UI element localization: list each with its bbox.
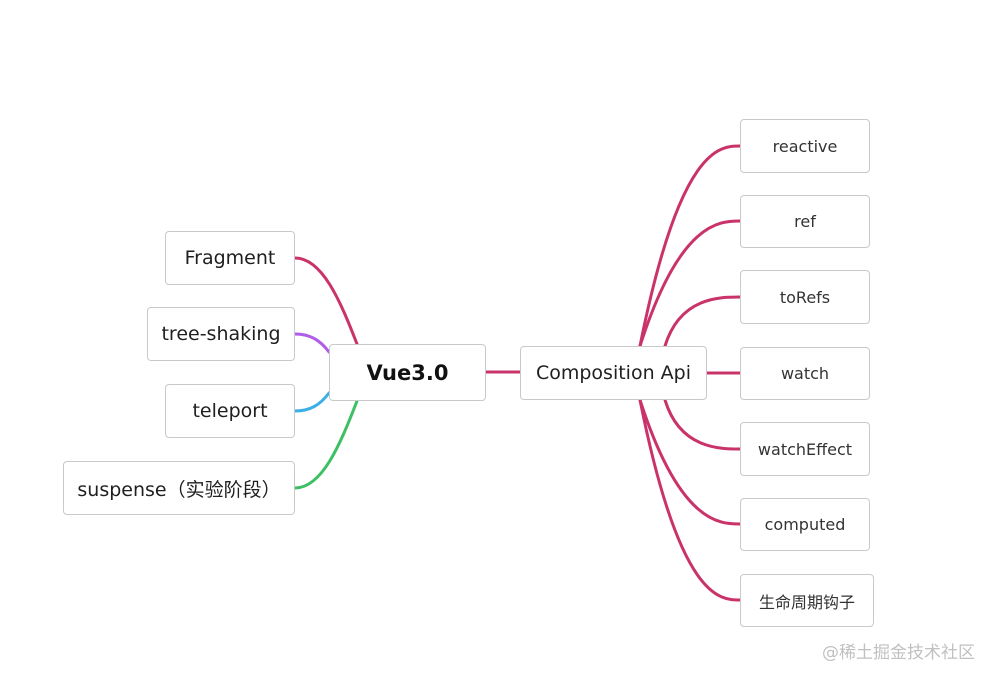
connector-tree-shaking bbox=[293, 332, 331, 354]
connector-suspense bbox=[293, 399, 359, 490]
node-label: watch bbox=[780, 364, 830, 383]
connector-watcheffect bbox=[663, 398, 742, 451]
node-suspense[interactable]: suspense（实验阶段） bbox=[63, 461, 295, 515]
node-label: tree-shaking bbox=[161, 323, 281, 345]
node-torefs[interactable]: toRefs bbox=[740, 270, 870, 324]
connector-torefs bbox=[663, 295, 742, 348]
connector-computed bbox=[638, 398, 742, 526]
node-reactive[interactable]: reactive bbox=[740, 119, 870, 173]
node-label: reactive bbox=[772, 136, 838, 156]
node-watcheffect[interactable]: watchEffect bbox=[740, 422, 870, 476]
node-label: ref bbox=[794, 212, 816, 231]
node-computed[interactable]: computed bbox=[740, 498, 870, 551]
connector-teleport bbox=[293, 391, 331, 413]
connector-ref bbox=[638, 219, 742, 348]
connector-reactive bbox=[638, 144, 742, 348]
node-label: teleport bbox=[192, 400, 268, 422]
node-label: Fragment bbox=[184, 247, 276, 269]
node-tree-shaking[interactable]: tree-shaking bbox=[147, 307, 295, 361]
node-ref[interactable]: ref bbox=[740, 195, 870, 248]
node-fragment[interactable]: Fragment bbox=[165, 231, 295, 285]
connector-lifecycle-hooks bbox=[638, 398, 742, 602]
root-label: Vue3.0 bbox=[366, 360, 449, 385]
node-label: Composition Api bbox=[535, 362, 692, 384]
node-label: toRefs bbox=[779, 287, 831, 307]
node-lifecycle-hooks[interactable]: 生命周期钩子 bbox=[740, 574, 874, 627]
node-teleport[interactable]: teleport bbox=[165, 384, 295, 438]
watermark: @稀土掘金技术社区 bbox=[822, 643, 975, 663]
node-label: watchEffect bbox=[757, 439, 853, 459]
root-node[interactable]: Vue3.0 bbox=[329, 344, 486, 401]
node-watch[interactable]: watch bbox=[740, 347, 870, 400]
node-label: suspense（实验阶段） bbox=[77, 478, 281, 501]
node-label: computed bbox=[764, 515, 846, 534]
node-label: 生命周期钩子 bbox=[758, 592, 855, 612]
node-composition-api[interactable]: Composition Api bbox=[520, 346, 707, 400]
connector-fragment bbox=[293, 256, 359, 346]
